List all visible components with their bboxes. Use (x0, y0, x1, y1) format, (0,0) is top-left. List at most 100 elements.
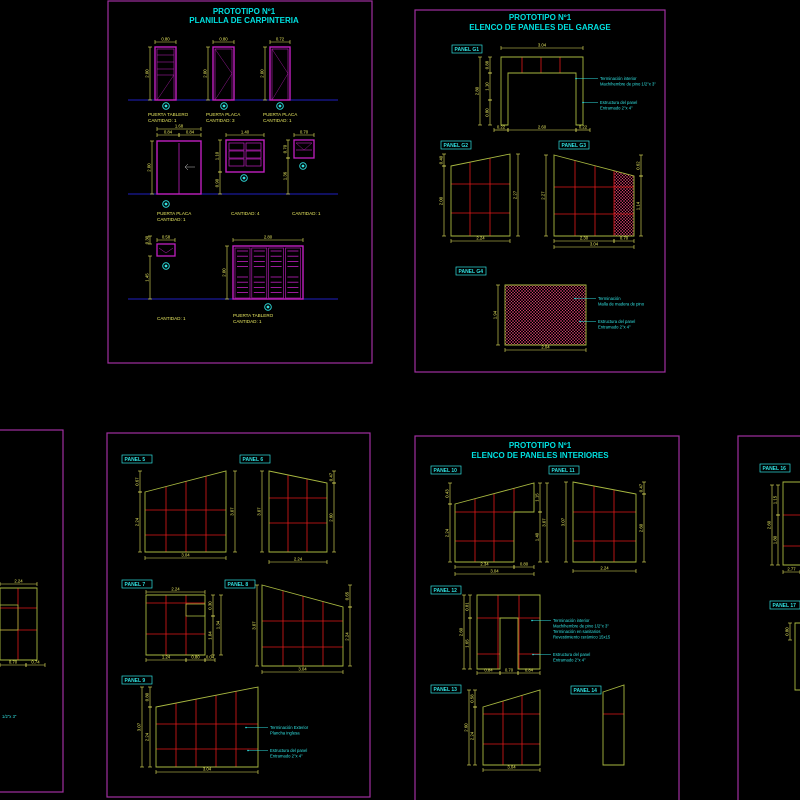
item-qty: CANTIDAD: 1 (157, 217, 186, 222)
dimension-label: 0.80 (219, 37, 228, 42)
panel-label-g2: PANEL G2 (444, 143, 469, 149)
dimension-label: 0.67 (135, 477, 140, 486)
panel-grid (0, 588, 37, 660)
dimension-label: 1.36 (283, 171, 288, 180)
symbol-dot (301, 164, 305, 168)
panel-outline (155, 686, 259, 768)
note-estructura-leader-dot (582, 101, 584, 104)
dimension-label: 1.34 (216, 620, 221, 629)
window-frame (225, 139, 265, 173)
item-type: PUERTA PLACA (206, 112, 241, 117)
panel-outline (268, 470, 328, 553)
panel-label-g4: PANEL G4 (459, 269, 484, 275)
dimension-label: 2.60 (464, 723, 469, 732)
sheet-title: PROTOTIPO Nº1 (509, 441, 572, 450)
dimension-label: 0.74 (31, 660, 40, 665)
panel-grid (455, 483, 534, 562)
slide-arrow-icon (184, 166, 189, 171)
panel-label-6: PANEL 6 (243, 457, 264, 463)
panel-label-g1-box (451, 44, 483, 54)
dimension-label: 3.07 (257, 507, 262, 516)
dimension-label: 0.47 (639, 483, 644, 492)
panel-hatch (505, 285, 586, 345)
dimension-label: 0.47 (329, 472, 334, 481)
panel-label-g1: PANEL G1 (455, 47, 480, 53)
dimension-label: 0.80 (145, 692, 150, 701)
dimension-label: 0.80 (485, 108, 490, 117)
panel-label-16: PANEL 16 (763, 466, 787, 472)
dimension-label: 2.00 (222, 268, 227, 277)
panel-g3 (553, 154, 635, 237)
dimension-label: 0.30 (208, 601, 213, 610)
panel-outline (794, 622, 800, 691)
dimension-label: 1.15 (535, 493, 540, 502)
dimension-label: 1.68 (175, 124, 184, 129)
dimension-label: 3.04 (490, 569, 499, 574)
dimension-label: 1.94 (493, 310, 498, 319)
item-type: PUERTA PLACA (263, 112, 298, 117)
window-pane (245, 158, 262, 167)
dimension-label: 1.45 (145, 273, 150, 282)
dimension-label: 2.24 (345, 632, 350, 641)
symbol-dot (222, 104, 226, 108)
symbol-dot (164, 264, 168, 268)
panel-8 (261, 584, 344, 667)
dimension-label: 0.65 (345, 591, 350, 600)
panel-grid (156, 687, 258, 767)
door-frame (269, 46, 291, 101)
panel-label-8-box (224, 579, 256, 589)
note-terminacion-line: Terminación interior (600, 76, 637, 81)
dimension-label: 2.00 (147, 163, 152, 172)
window-door-symbol-icon (162, 200, 170, 208)
dimension-label: 2.24 (476, 236, 485, 241)
dimension-label: 0.70 (9, 660, 18, 665)
window-pane (228, 142, 245, 151)
item-qty: CANTIDAD: 1 (148, 118, 177, 123)
vent-swing (165, 247, 174, 254)
window-pane (228, 158, 245, 167)
panel-label-g3: PANEL G3 (562, 143, 587, 149)
note-terminacion-interior-line: Terminación interior (553, 618, 590, 623)
panel-outline (450, 153, 511, 237)
dimension-label: 2.00 (260, 69, 265, 78)
panel-9 (155, 686, 259, 768)
note-terminacion-g4-line: Terminación (598, 296, 621, 301)
panel-outline (0, 587, 38, 661)
panel-outline (572, 481, 637, 563)
dimension-label: 0.22 (579, 125, 588, 130)
note-terminacion-exterior-leader-dot (245, 726, 247, 729)
vent-swing (303, 142, 313, 151)
dimension-label: 3.04 (538, 43, 547, 48)
panel-opening (0, 604, 19, 631)
dimension-label: 2.60 (767, 520, 772, 529)
panel-label-12: PANEL 12 (434, 588, 458, 594)
symbol-dot (278, 104, 282, 108)
dimension-label: 2.04 (541, 345, 550, 350)
dimension-label: 2.24 (470, 731, 475, 740)
door-leaf (271, 48, 289, 101)
item-qty: CANTIDAD: 1 (233, 319, 262, 324)
panel-13 (482, 689, 541, 766)
door-swing (156, 74, 175, 101)
dimension-label: 3.07 (137, 722, 142, 731)
dimension-label: 3.04 (507, 765, 516, 770)
dimension-label: 2.60 (538, 125, 547, 130)
dimension-label: 2.27 (513, 190, 518, 199)
dimension-label: 3.07 (230, 507, 235, 516)
panel-11 (572, 481, 637, 563)
panel-label-10: PANEL 10 (434, 468, 458, 474)
dimension-label: 2.60 (639, 523, 644, 532)
dimension-label: 0.80 (191, 655, 200, 660)
dimension-label: 2.24 (145, 732, 150, 741)
dimension-label: 0.70 (505, 668, 514, 673)
garage-door-leaf (268, 247, 284, 299)
window-pane (228, 150, 245, 159)
panel-grid (145, 471, 226, 552)
panel-label-5-box (121, 454, 153, 464)
symbol-dot (164, 104, 168, 108)
panel-6 (268, 470, 328, 553)
item-type: PUERTA TABLERO (148, 112, 189, 117)
panel-label-6-box (239, 454, 271, 464)
dimension-label: 2.27 (541, 191, 546, 200)
note-estructura-g4-line: Estructura del panel (598, 319, 635, 324)
